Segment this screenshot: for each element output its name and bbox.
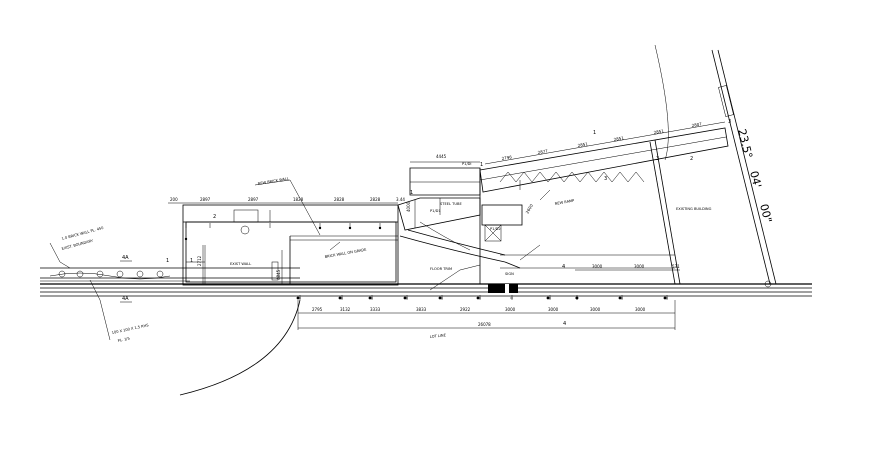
section-markers: 4A 4A 1 1 2 3 4 4 2 1: [120, 156, 693, 327]
small-label: 1: [480, 162, 483, 168]
bearing-line: 23.5° 04' 00": [711, 49, 777, 288]
dim-text: 3333: [370, 307, 381, 312]
section-mark: 4: [562, 264, 565, 270]
note: 100 X 100 X 1.5 RHS: [111, 323, 149, 335]
dim-text: 2828: [334, 197, 345, 202]
note: P1/D2: [490, 227, 501, 231]
dimension-chain-right: 3000 3000 531: [575, 264, 680, 271]
dim-text: 1828: [293, 197, 304, 202]
dim-text: 3000: [634, 264, 645, 269]
dim-text: 2795: [312, 307, 323, 312]
dim-text: 2851: [653, 128, 664, 135]
dim-text: 200: [170, 197, 178, 202]
section-mark: 4A: [122, 255, 129, 261]
right-building: [479, 127, 729, 285]
dimension-chain-top-left: 200 2897 2897 1828 2828 2828 3.44: [168, 197, 405, 204]
note: EXIST WALL: [230, 262, 251, 266]
section-mark: 1: [166, 258, 169, 264]
note: P1/DI: [462, 162, 472, 166]
grid-ticks: [185, 223, 668, 300]
left-planters: [49, 270, 171, 280]
note: LOT LINE: [430, 333, 447, 339]
section-mark: 4: [563, 321, 566, 327]
dim-text: 2897: [200, 197, 211, 202]
section-mark: 2: [690, 156, 693, 162]
note: BRICK WALL ON GRADE: [324, 248, 367, 259]
leader-lines: [49, 179, 551, 341]
section-mark: 1: [190, 258, 193, 264]
note: EXIST. BOUNDARY: [61, 239, 94, 251]
dim-text: 3000: [635, 307, 646, 312]
note: FLOOR TRIM: [430, 267, 452, 271]
dim-text: 3833: [416, 307, 427, 312]
note: EXISTING BUILDING: [676, 207, 712, 211]
boundary-arc: [179, 299, 301, 396]
dimension-vertical: 2712 4845 2600 4000: [197, 201, 534, 284]
dim-text: 2851: [613, 135, 624, 142]
dim-text: 4445: [436, 154, 447, 159]
dimension-chain-center: 4445 2796 2877 2851 2851 2851 2807: [410, 121, 726, 165]
small-label: 3: [656, 156, 659, 162]
dim-text: 4845: [276, 269, 281, 280]
dim-text: 2828: [370, 197, 381, 202]
dim-text: 2877: [537, 148, 548, 155]
note: NEW BRICK WALL: [257, 177, 289, 186]
dim-text: 2807: [691, 121, 702, 128]
section-mark: 4A: [122, 296, 129, 302]
property-arc: [654, 44, 669, 161]
dim-text: 3.44: [396, 197, 405, 202]
note: SIGN: [505, 272, 514, 276]
dim-text: 3000: [590, 307, 601, 312]
dim-text: 3000: [548, 307, 559, 312]
street-boundary-lines: [40, 267, 812, 297]
small-labels: 1 3 3 1: [480, 119, 731, 168]
dim-text: 2851: [577, 141, 588, 148]
left-building: [182, 204, 399, 286]
dim-total: 26078: [478, 322, 491, 327]
dim-text: 2796: [501, 154, 512, 161]
section-mark: 1: [410, 190, 413, 196]
dim-text: 3000: [592, 264, 603, 269]
dim-text: 3000: [505, 307, 516, 312]
dim-text: 2712: [197, 255, 202, 266]
section-mark: 3: [604, 176, 607, 182]
annotations: 1.0 BRICK WALL PL. 450 EXIST. BOUNDARY 1…: [61, 162, 711, 343]
section-mark: 2: [213, 214, 216, 220]
center-wing: [397, 167, 523, 284]
small-label: 1: [593, 130, 596, 136]
dim-text: 2922: [460, 307, 471, 312]
hatched-block: [488, 284, 518, 293]
dim-text: 4000: [406, 201, 411, 212]
bearing-sec: 00": [757, 203, 774, 225]
note: NEW RAMP: [554, 198, 575, 206]
dim-text: 2600: [525, 203, 535, 215]
bearing-min: 04': [747, 170, 764, 190]
note: 1.0 BRICK WALL PL. 450: [61, 226, 104, 241]
dim-text: 3132: [340, 307, 351, 312]
dim-text: 2897: [248, 197, 259, 202]
note: P1/D1: [430, 209, 441, 213]
dim-text: 531: [672, 264, 680, 269]
small-label: 3: [728, 119, 731, 125]
column-dots: [184, 226, 667, 300]
note: PL. 1/5: [117, 337, 130, 343]
note: STEEL TUBE: [440, 202, 462, 206]
dimension-chain-bottom: 2795 3132 3333 3833 2922 3000 3000 3000 …: [297, 300, 676, 330]
